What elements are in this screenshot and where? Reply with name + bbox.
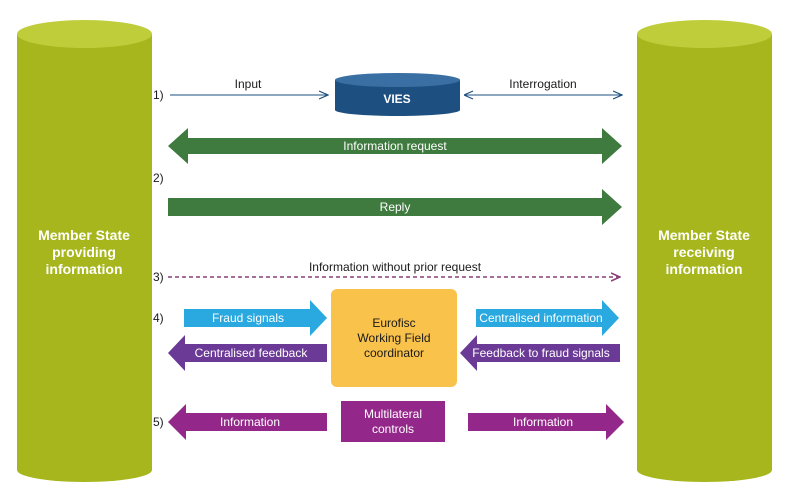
vies-label: VIES <box>383 92 410 106</box>
step-number-1: 1) <box>153 88 164 102</box>
input-label: Input <box>235 77 262 91</box>
information-request-arrow <box>168 128 622 164</box>
information-right-arrow <box>468 404 624 440</box>
vies-database-icon: VIES <box>335 73 460 116</box>
centralised-information-arrow <box>476 300 619 336</box>
information-without-request-label: Information without prior request <box>309 260 482 274</box>
centralised-feedback-arrow <box>168 335 327 371</box>
fraud-signals-label: Fraud signals <box>212 311 284 325</box>
centralised-information-label: Centralised information <box>479 311 602 325</box>
left-member-state-cylinder: Member State providing information <box>17 20 152 482</box>
controls-line-2: controls <box>372 422 414 436</box>
right-member-state-cylinder: Member State receiving information <box>637 20 772 482</box>
step-number-4: 4) <box>153 311 164 325</box>
eurofisc-coordinator-box: Eurofisc Working Field coordinator <box>331 289 457 387</box>
information-request-label: Information request <box>343 139 447 153</box>
information-left-arrow <box>168 404 327 440</box>
coordinator-line-1: Eurofisc <box>372 316 415 330</box>
left-column-line-1: Member State <box>38 227 130 243</box>
feedback-to-fraud-signals-label: Feedback to fraud signals <box>472 346 609 360</box>
interrogation-label: Interrogation <box>509 77 576 91</box>
step-number-5: 5) <box>153 415 164 429</box>
step-number-3: 3) <box>153 270 164 284</box>
right-column-line-3: information <box>666 261 743 277</box>
left-column-line-2: providing <box>52 244 116 260</box>
centralised-feedback-label: Centralised feedback <box>195 346 309 360</box>
left-column-line-3: information <box>46 261 123 277</box>
fraud-signals-arrow <box>184 300 327 336</box>
controls-line-1: Multilateral <box>364 407 422 421</box>
information-left-label: Information <box>220 415 280 429</box>
right-column-line-1: Member State <box>658 227 750 243</box>
feedback-to-fraud-signals-arrow <box>460 335 620 371</box>
step-number-2: 2) <box>153 171 164 185</box>
multilateral-controls-box: Multilateral controls <box>341 401 445 442</box>
reply-label: Reply <box>380 200 411 214</box>
coordinator-line-2: Working Field <box>357 331 430 345</box>
coordinator-line-3: coordinator <box>364 346 424 360</box>
information-right-label: Information <box>513 415 573 429</box>
right-column-line-2: receiving <box>673 244 734 260</box>
reply-arrow <box>168 189 622 225</box>
